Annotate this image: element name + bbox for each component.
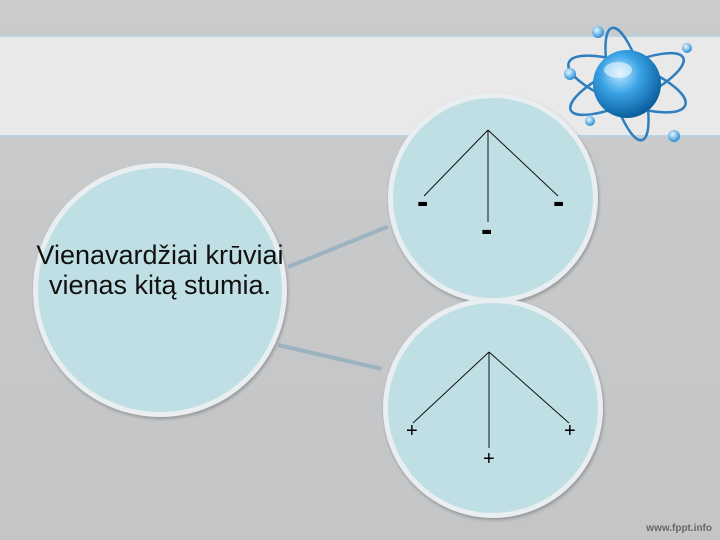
charge-left-positive: + bbox=[406, 420, 418, 443]
charge-center-positive: + bbox=[483, 448, 495, 471]
charge-right-positive: + bbox=[564, 420, 576, 443]
watermark: www.fppt.info bbox=[646, 523, 712, 534]
